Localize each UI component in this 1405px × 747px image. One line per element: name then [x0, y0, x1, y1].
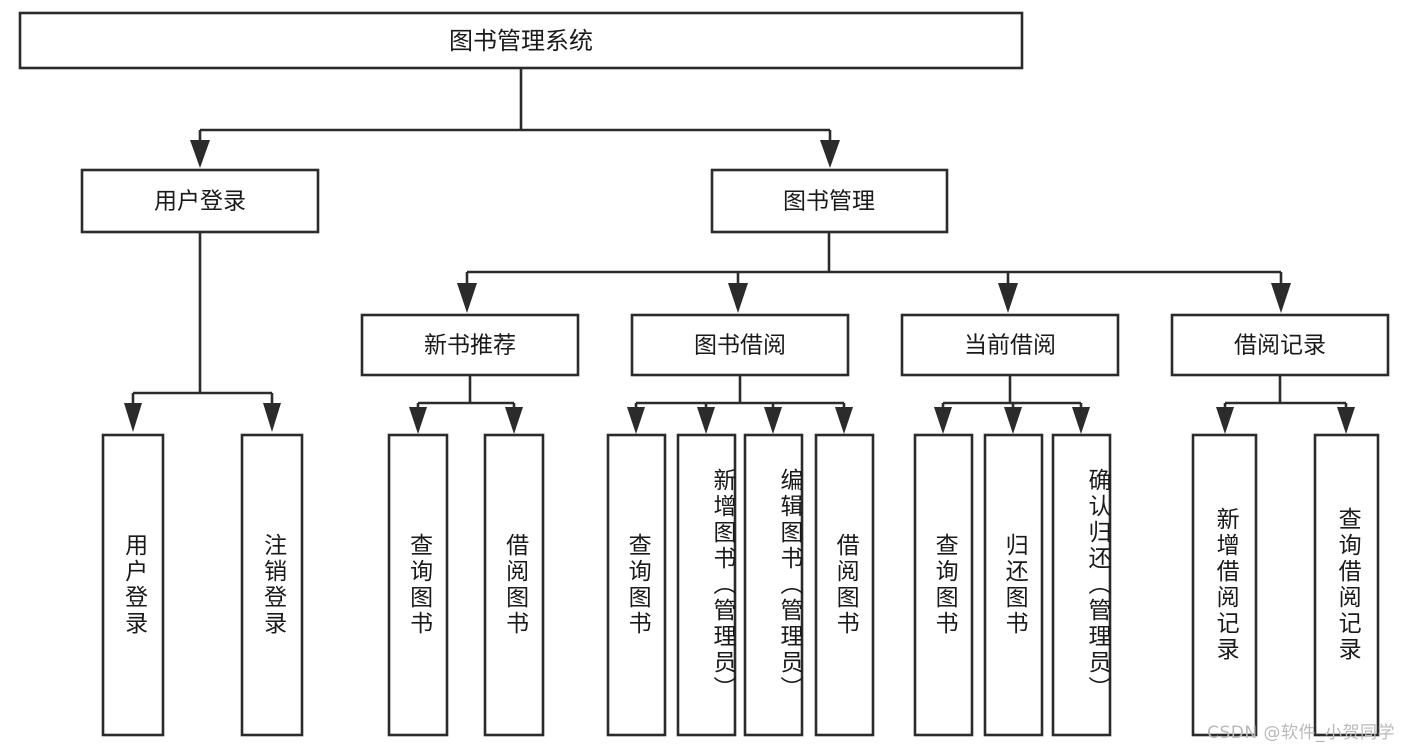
- node-book-borrow[interactable]: 图书借阅: [630, 313, 850, 377]
- arrow-head-book-management: [820, 140, 840, 168]
- node-current-borrow[interactable]: 当前借阅: [900, 313, 1120, 377]
- arrow-head-borrow-record: [1271, 283, 1291, 313]
- leaf-borrow-book-1-box[interactable]: [483, 433, 545, 737]
- connector-book-borrow-to-leaves: [627, 375, 853, 434]
- leaf-logout-login-box[interactable]: [240, 433, 304, 737]
- node-borrow-record-box[interactable]: [1170, 313, 1390, 377]
- leaf-borrow-book-2-box[interactable]: [814, 433, 875, 737]
- arrow-head-leaf-borrow-book-2: [835, 407, 853, 434]
- leaf-query-book-1-box[interactable]: [387, 433, 449, 737]
- connector-new-book-recommend-to-leaves: [409, 375, 523, 434]
- node-user-login[interactable]: 用户登录: [80, 168, 320, 234]
- connector-borrow-record-to-leaves: [1216, 375, 1355, 434]
- node-current-borrow-box[interactable]: [900, 313, 1120, 377]
- leaf-query-book-3-box[interactable]: [913, 433, 974, 737]
- node-borrow-record-label: 借阅记录: [1234, 333, 1326, 359]
- node-book-borrow-box[interactable]: [630, 313, 850, 377]
- node-borrow-record[interactable]: 借阅记录: [1170, 313, 1390, 377]
- leaf-query-book-2-box[interactable]: [606, 433, 667, 737]
- arrow-head-leaf-query-book-3: [934, 407, 952, 434]
- node-book-management[interactable]: 图书管理: [710, 168, 949, 234]
- arrow-head-leaf-query-book-2: [627, 407, 645, 434]
- node-book-management-box[interactable]: [710, 168, 949, 234]
- arrow-head-leaf-borrow-book-1: [505, 407, 523, 434]
- connector-root-to-level2: [190, 68, 840, 168]
- arrow-head-leaf-edit-book: [764, 407, 782, 434]
- arrow-head-user-login: [190, 140, 210, 168]
- arrow-head-leaf-confirm-return: [1072, 407, 1090, 434]
- node-current-borrow-label: 当前借阅: [964, 333, 1056, 359]
- node-book-borrow-label: 图书借阅: [694, 333, 786, 359]
- arrow-head-leaf-query-record: [1337, 407, 1355, 434]
- leaf-return-book-box[interactable]: [983, 433, 1044, 737]
- arrow-head-new-book-recommend: [457, 283, 477, 313]
- arrow-head-leaf-add-book: [697, 407, 715, 434]
- node-new-book-recommend-label: 新书推荐: [424, 333, 516, 359]
- connector-current-borrow-to-leaves: [934, 375, 1090, 434]
- connector-book-management-to-level3: [457, 232, 1291, 313]
- node-root-label: 图书管理系统: [449, 27, 593, 55]
- node-root-box[interactable]: [18, 11, 1024, 70]
- leaf-query-record-box[interactable]: [1313, 433, 1380, 737]
- leaf-add-book-box[interactable]: [676, 433, 737, 737]
- leaf-add-record-box[interactable]: [1191, 433, 1258, 737]
- node-new-book-recommend[interactable]: 新书推荐: [360, 313, 580, 377]
- leaf-user-login-box[interactable]: [101, 433, 165, 737]
- arrow-head-leaf-return-book: [1004, 407, 1022, 434]
- connector-user-login-to-leaves: [124, 232, 281, 432]
- node-user-login-label: 用户登录: [154, 189, 246, 215]
- arrow-head-current-borrow: [998, 283, 1018, 313]
- watermark-csdn: CSDN @软件_小贺同学: [1207, 723, 1395, 743]
- arrow-head-book-borrow: [728, 283, 748, 313]
- node-book-management-label: 图书管理: [783, 189, 875, 215]
- leaf-edit-book-box[interactable]: [743, 433, 804, 737]
- node-new-book-recommend-box[interactable]: [360, 313, 580, 377]
- arrow-head-leaf-add-record: [1216, 407, 1234, 434]
- node-root[interactable]: 图书管理系统: [18, 11, 1024, 70]
- arrow-head-leaf-logout-login: [263, 403, 281, 432]
- arrow-head-leaf-query-book-1: [409, 407, 427, 434]
- arrow-head-leaf-user-login: [124, 403, 142, 432]
- leaf-boxes-group: [101, 433, 1380, 737]
- leaf-confirm-return-box[interactable]: [1051, 433, 1112, 737]
